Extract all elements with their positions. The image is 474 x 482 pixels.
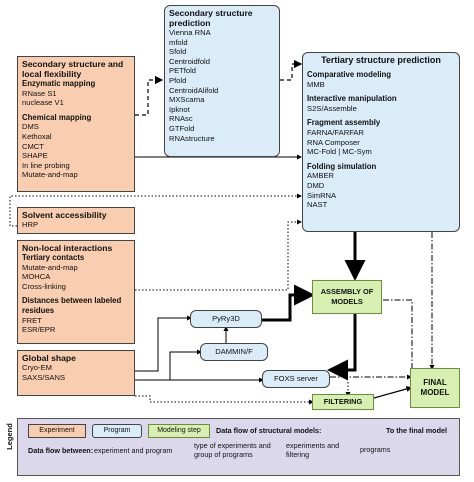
enzymatic-item: RNase S1 [22, 88, 57, 98]
secondary-exp-title: Secondary structure and local flexibilit… [22, 59, 124, 79]
tertiary-group-header: Folding simulation [307, 161, 377, 171]
legend-structural-flow-label: Data flow of structural models: [216, 426, 322, 435]
flow-secprog-tert [280, 59, 303, 81]
chemical-item: In line probing [22, 160, 70, 170]
flow-global-filtering [135, 395, 314, 405]
tertiary-group-item: RNA Composer [307, 137, 360, 147]
global-item: Cryo-EM [22, 363, 52, 372]
tertiary-contacts-item: Cross-linking [22, 281, 66, 291]
chemical-item: Mutate-and-map [22, 170, 78, 180]
tertiary-contacts-header: Tertiary contacts [22, 253, 85, 262]
filtering-step: FILTERING [312, 394, 374, 410]
tertiary-group-item: FARNA/FARFAR [307, 127, 364, 137]
global-title: Global shape [22, 353, 76, 363]
tertiary-contacts-item: Mutate-and-map [22, 262, 78, 272]
flow-assembly-foxs [327, 314, 357, 381]
secondary-structure-experiment: Secondary structure and local flexibilit… [17, 56, 135, 192]
legend-type-label: type of experiments and group of program… [194, 441, 271, 459]
enzymatic-item: nuclease V1 [22, 98, 64, 108]
chemical-item: Kethoxal [22, 131, 52, 141]
flow-nonlocal-tert [135, 219, 302, 291]
tertiary-structure-prediction: Tertiary structure prediction Comparativ… [302, 52, 460, 232]
tertiary-group-item: DMD [307, 180, 325, 190]
chemical-item: DMS [22, 122, 39, 132]
legend-program: Program [92, 424, 142, 438]
secondary-prog-item: mfold [169, 37, 188, 47]
enzymatic-header: Enzymatic mapping [22, 79, 96, 88]
tertiary-contacts-item: MOHCA [22, 272, 51, 282]
solvent-item: HRP [22, 220, 39, 229]
global-shape-experiment: Global shape Cryo-EM SAXS/SANS [17, 350, 135, 396]
tertiary-group-item: AMBER [307, 171, 335, 181]
tertiary-group-header: Fragment assembly [307, 118, 381, 128]
distance-item: FRET [22, 315, 42, 325]
legend-title: Legend [4, 423, 14, 450]
secondary-prog-item: Vienna RNA [169, 28, 211, 37]
chemical-header: Chemical mapping [22, 112, 92, 122]
legend-final-model-label: To the final model [386, 426, 447, 435]
secondary-prog-title: Secondary structure prediction [169, 8, 253, 28]
legend-exp-prog-label: experiment and program [94, 446, 173, 455]
secondary-prog-item: GTFold [169, 123, 195, 133]
chemical-item: SHAPE [22, 151, 48, 161]
final-model-label: FINAL MODEL [420, 378, 450, 397]
assembly-label: ASSEMBLY OF MODELS [320, 287, 374, 306]
flow-assembly-final [383, 299, 413, 368]
solvent-accessibility-experiment: Solvent accessibility HRP [17, 207, 135, 234]
non-local-interactions-experiment: Non-local interactions Tertiary contacts… [17, 240, 135, 344]
distance-item: ESR/EPR [22, 325, 56, 335]
secondary-prog-item: Sfold [169, 47, 187, 57]
flow-filtering-final [373, 386, 413, 399]
secondary-prog-item: Centroidfold [169, 56, 210, 66]
secondary-prog-item: MXScarna [169, 95, 205, 105]
secondary-prog-item: RNAstructure [169, 133, 215, 143]
foxs-program: FOXS server [262, 370, 330, 388]
secondary-prog-item: Pfold [169, 75, 187, 85]
tertiary-group-item: SimRNA [307, 190, 337, 200]
distance-header: Distances between labeled residues [22, 296, 122, 315]
tertiary-group-item: S2S/Assemble [307, 103, 357, 113]
secondary-prog-item: PETfold [169, 66, 197, 76]
chemical-item: CMCT [22, 141, 44, 151]
final-model-step: FINAL MODEL [410, 368, 460, 408]
secondary-structure-prediction: Secondary structure prediction Vienna RN… [164, 5, 280, 157]
tertiary-group-item: NAST [307, 200, 328, 210]
nonlocal-title: Non-local interactions [22, 243, 113, 253]
tertiary-group-header: Interactive manipulation [307, 94, 397, 104]
dammin-program: DAMMIN/F [200, 343, 268, 361]
secondary-prog-item: Ipknot [169, 104, 190, 114]
tertiary-prog-title: Tertiary structure prediction [321, 55, 441, 65]
solvent-title: Solvent accessibility [22, 210, 107, 220]
tertiary-group-item: MC-Fold | MC-Sym [307, 147, 372, 157]
legend-modeling-step: Modeling step [148, 424, 210, 438]
pyry3d-label: PyRy3D [212, 314, 240, 324]
legend-exp-filter-label: experiments and filtering [286, 441, 340, 459]
filtering-label: FILTERING [323, 397, 363, 407]
dammin-label: DAMMIN/F [215, 347, 253, 357]
secondary-prog-item: CentroidAlifold [169, 85, 219, 95]
tertiary-group-item: MMB [307, 79, 325, 89]
global-item: SAXS/SANS [22, 372, 66, 382]
flow-hrp-tert [9, 193, 302, 227]
foxs-label: FOXS server [274, 374, 318, 384]
legend-experiment: Experiment [28, 424, 86, 438]
legend-data-flow-label: Data flow between: [28, 446, 94, 455]
legend [17, 418, 460, 476]
assembly-of-models-step: ASSEMBLY OF MODELS [312, 280, 382, 314]
legend-programs-label: programs [360, 445, 391, 454]
pyry3d-program: PyRy3D [190, 310, 262, 328]
flow-pyry3d-assembly [262, 284, 315, 322]
tertiary-group-header: Comparative modeling [307, 70, 392, 79]
secondary-prog-item: RNAsc [169, 114, 193, 124]
flow-secexp-secprog [135, 75, 164, 116]
